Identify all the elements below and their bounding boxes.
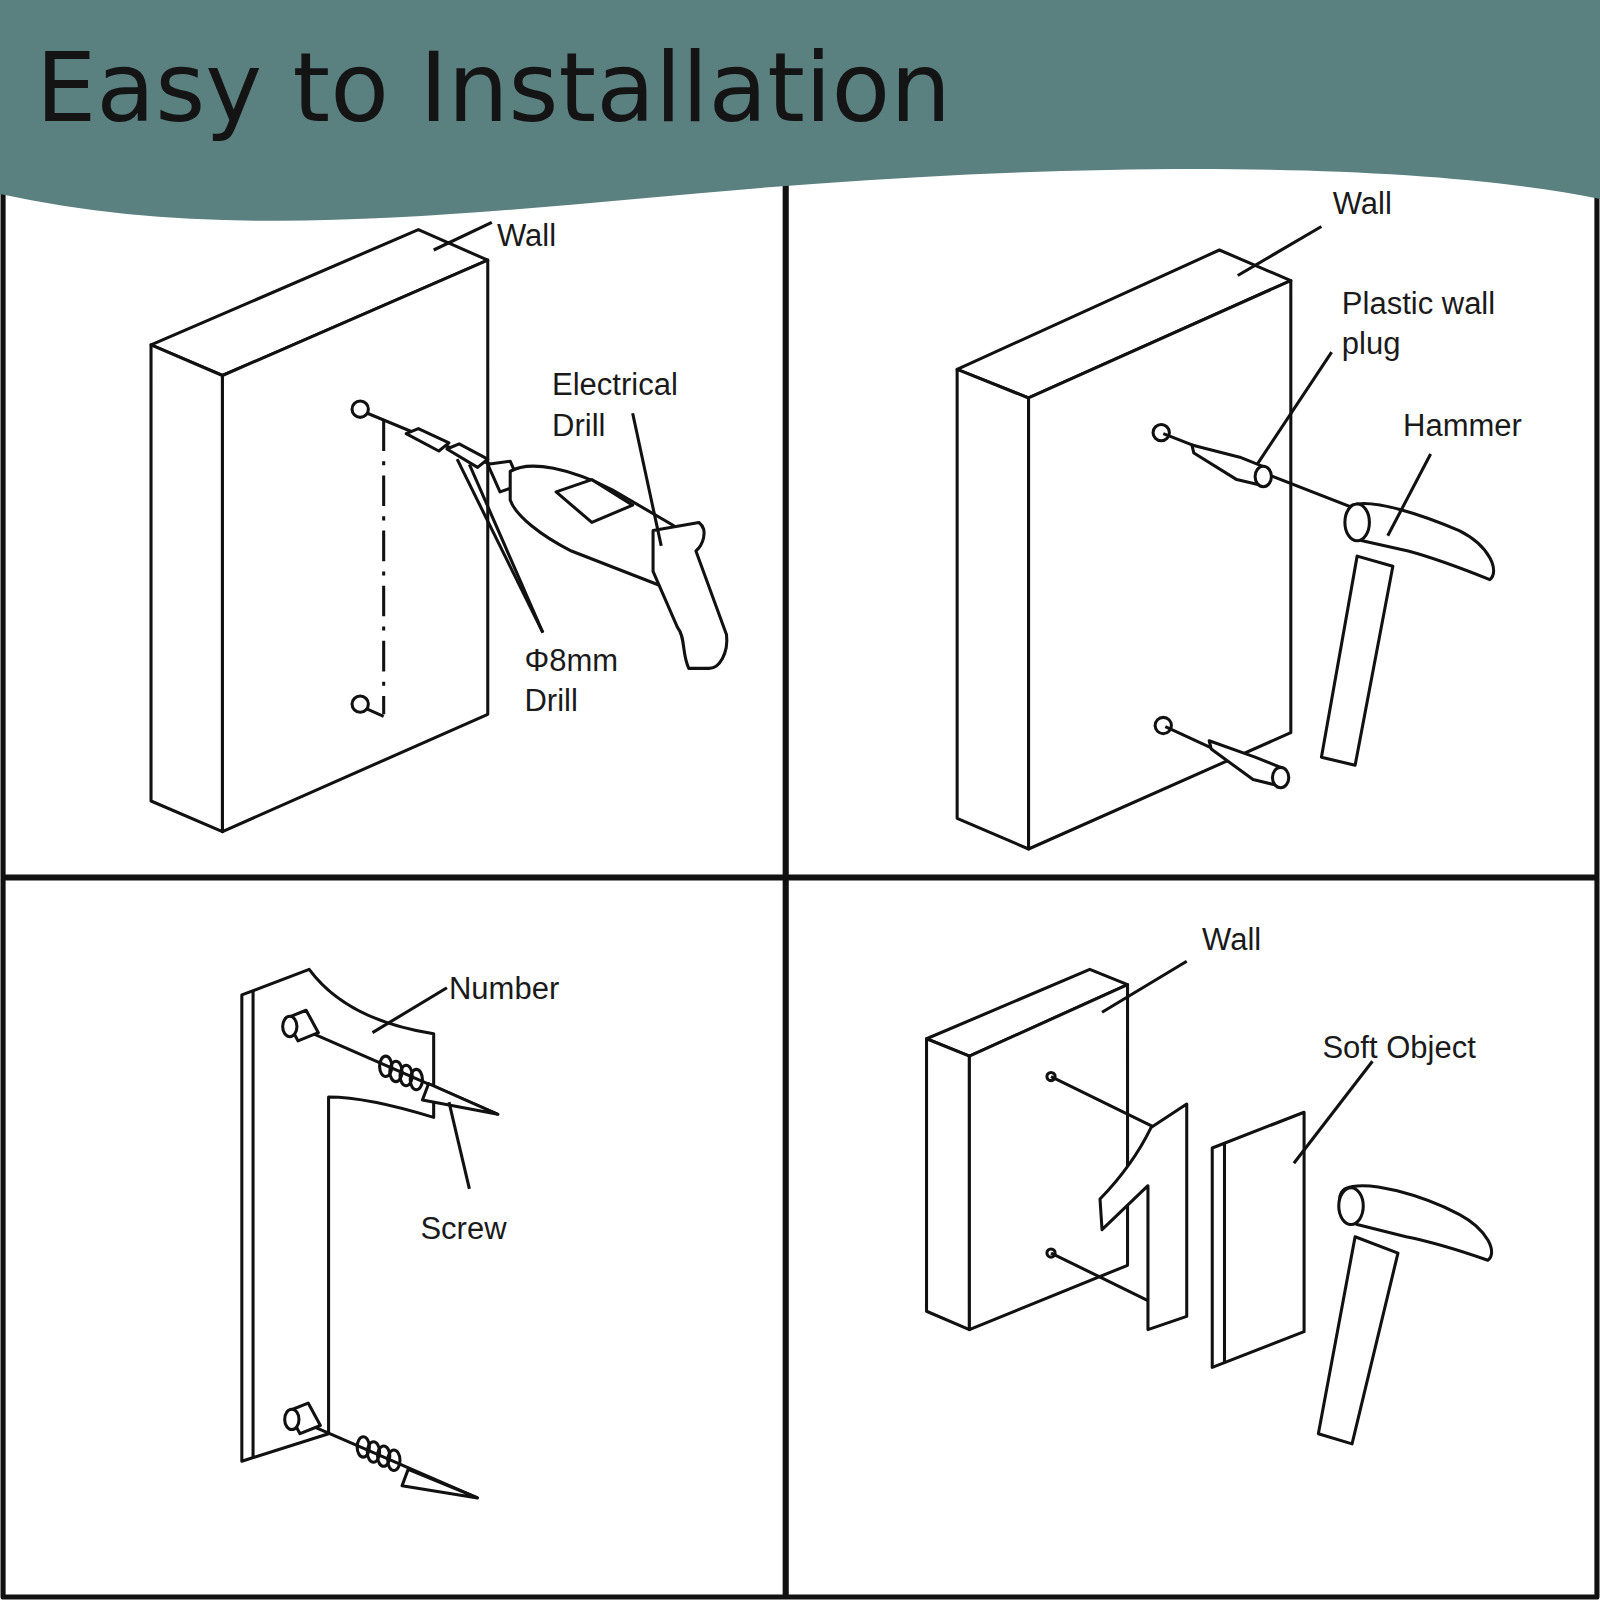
panel-frame-part (3, 3, 1597, 1597)
drill-step-part (151, 345, 222, 832)
mount-step-part (1339, 1188, 1363, 1225)
plug-step-part (1209, 741, 1280, 786)
part-label: Hammer (1403, 406, 1566, 446)
plug-step-part (957, 369, 1028, 849)
panel-frame-part (3, 874, 1597, 880)
drill-step-part (434, 222, 492, 250)
part-label: Number (449, 969, 612, 1009)
drill-step-part (222, 260, 487, 831)
screw-step-part (306, 1031, 498, 1115)
panel-frame-part (783, 184, 789, 1598)
screw-step-part (422, 1084, 498, 1115)
mount-step-part (1212, 1112, 1304, 1367)
plug-step-part (1388, 454, 1431, 536)
mount-step-part (1294, 1061, 1373, 1163)
part-label: Plastic wall plug (1342, 284, 1551, 365)
part-label: Wall (1202, 920, 1324, 960)
screw-step-part (306, 1423, 477, 1497)
drill-step-part (447, 444, 488, 467)
plug-step-part (1345, 504, 1369, 541)
part-label: Wall (1333, 184, 1455, 224)
screw-step-part (283, 1016, 297, 1036)
mount-step-part (927, 1039, 970, 1330)
drill-step-part (367, 709, 383, 716)
mount-step-part (1051, 1077, 1155, 1128)
mount-step-part (1102, 961, 1187, 1012)
drill-step-part (556, 480, 633, 523)
part-label: Φ8mm Drill (524, 641, 662, 722)
screw-step-part (402, 1469, 478, 1498)
mount-step-part (1100, 1104, 1187, 1330)
drill-step-part (633, 413, 662, 546)
drill-step (151, 222, 727, 831)
drill-step-part (352, 696, 368, 712)
plug-step-part (1153, 424, 1169, 440)
title: Easy to Installation (36, 31, 951, 146)
drill-step-part (382, 420, 385, 714)
drill-step-part (406, 429, 449, 451)
mount-step-part (1051, 1253, 1149, 1301)
plug-step-part (1255, 466, 1271, 486)
drill-step-part (457, 459, 543, 632)
drill-step-part (352, 401, 368, 417)
screw-step-part-part (388, 1450, 400, 1470)
screw-step-part-part (410, 1069, 422, 1089)
screw-step-part (357, 1056, 422, 1470)
plug-step-part (1272, 767, 1288, 787)
plug-step-part (1321, 556, 1392, 765)
part-label: Soft Object (1322, 1028, 1567, 1068)
part-label: Screw (420, 1209, 563, 1249)
screw-step-part (285, 1409, 299, 1429)
mount-step-part (1223, 1143, 1226, 1363)
mount-step-part (1339, 1186, 1491, 1260)
panel-frame (3, 3, 1597, 1598)
plug-step-part (1029, 281, 1291, 849)
screw-step-part (372, 988, 446, 1033)
plug-step-part (1257, 352, 1331, 464)
part-label: Electrical Drill (552, 365, 720, 446)
plug-step-part (1155, 717, 1171, 733)
screw-step-part (252, 991, 255, 1457)
screw-step-part (449, 1102, 469, 1189)
drill-step-part (653, 522, 727, 668)
part-label: Wall (497, 216, 619, 256)
mount-step-part (1318, 1237, 1398, 1444)
plug-step-part (1238, 227, 1322, 276)
